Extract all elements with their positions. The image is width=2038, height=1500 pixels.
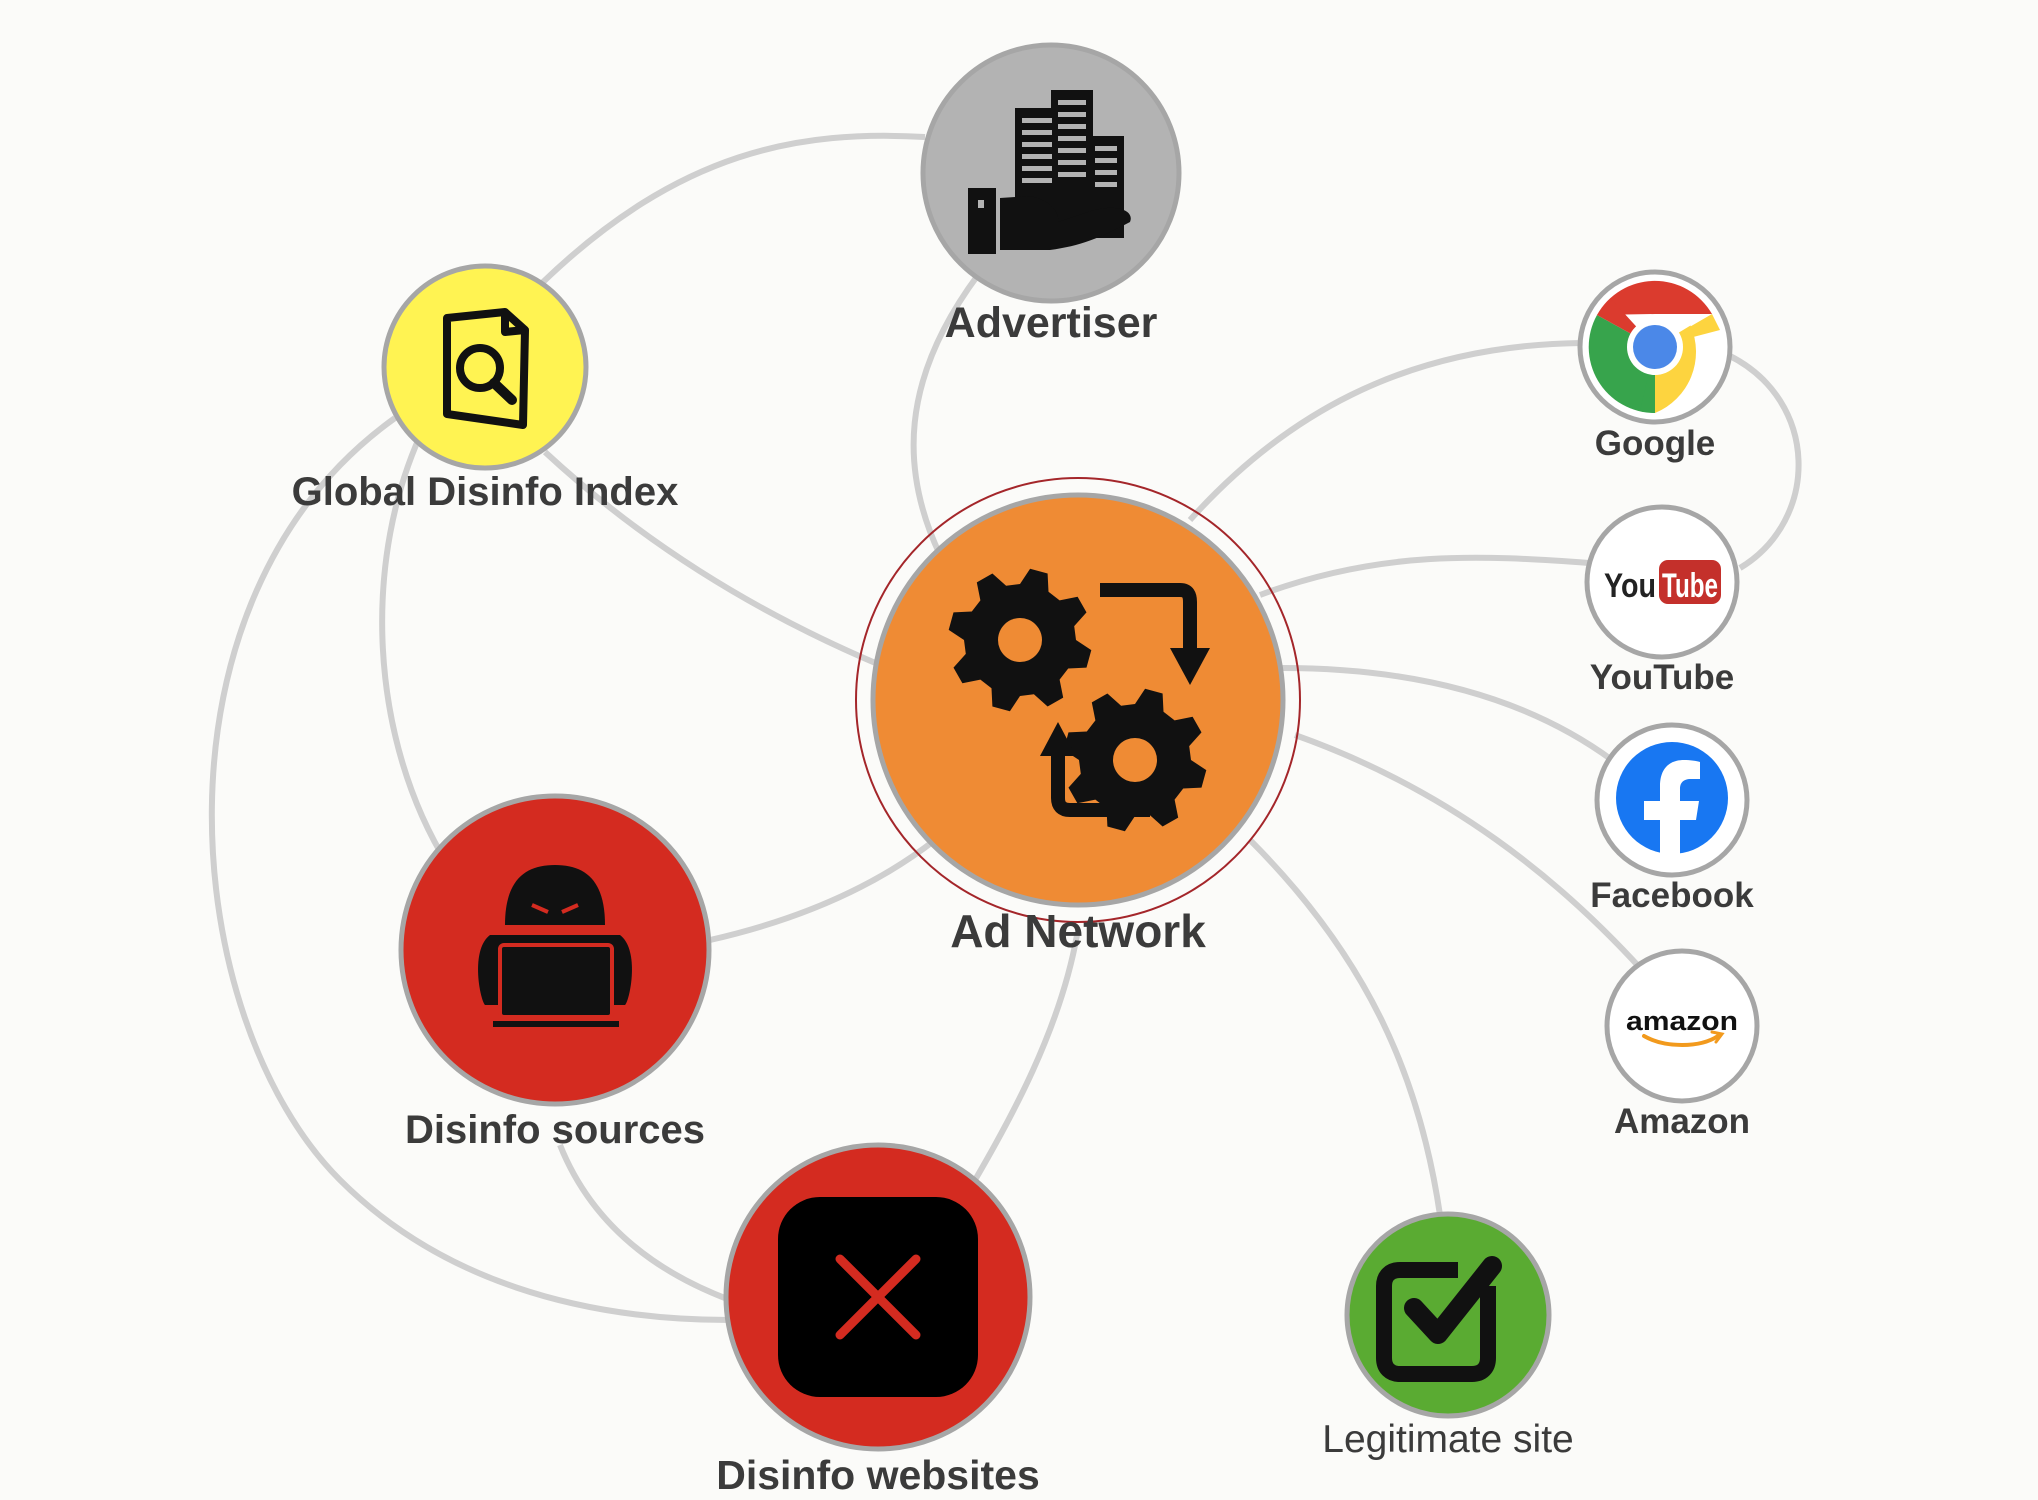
ad-network-node[interactable] (855, 477, 1301, 923)
document-search-icon (443, 308, 529, 429)
gdi-label: Global Disinfo Index (291, 470, 679, 514)
advertiser-node[interactable] (920, 42, 1182, 304)
edge-adnetwork-amazon (1293, 732, 1645, 973)
edge-google-youtube (1726, 352, 1802, 571)
youtube-icon: You Tube (1604, 560, 1721, 605)
amazon-icon: amazon (1626, 1006, 1738, 1047)
disinfo-sources-node[interactable] (398, 793, 712, 1107)
edge-adnetwork-websites (972, 934, 1080, 1182)
edge-adnetwork-facebook (1281, 665, 1614, 763)
youtube-node[interactable]: You Tube (1584, 504, 1740, 660)
edge-gdi-adnetwork (542, 449, 882, 668)
edge-adnetwork-youtube (1258, 554, 1590, 598)
youtube-label: YouTube (1589, 658, 1735, 697)
edges (208, 132, 1802, 1323)
hacker-laptop-icon (478, 865, 632, 1029)
amazon-node[interactable]: amazon (1604, 948, 1760, 1104)
ad-network-label: Ad Network (950, 905, 1206, 957)
facebook-node[interactable] (1594, 722, 1750, 878)
advertiser-label: Advertiser (944, 299, 1158, 347)
svg-text:You: You (1604, 567, 1656, 605)
svg-text:Tube: Tube (1662, 567, 1718, 605)
google-node[interactable] (1577, 269, 1733, 425)
edge-gdi-advertiser (539, 132, 926, 286)
amazon-circle (1604, 948, 1760, 1104)
x-box-icon (778, 1197, 978, 1397)
disinfo-sources-label: Disinfo sources (404, 1108, 706, 1152)
facebook-icon (1616, 742, 1728, 855)
disinfo-websites-label: Disinfo websites (716, 1452, 1040, 1498)
legitimate-site-label: Legitimate site (1322, 1418, 1574, 1461)
gdi-circle (381, 263, 589, 471)
edge-disinfo-sources-adnetwork (709, 837, 937, 943)
amazon-label: Amazon (1613, 1102, 1751, 1141)
disinfo-websites-node[interactable] (723, 1142, 1033, 1452)
edge-disinfo-sources-websites (557, 1143, 732, 1303)
gdi-node[interactable] (381, 263, 589, 471)
chrome-icon (1588, 280, 1720, 414)
edge-gdi-disinfo-websites (208, 415, 731, 1323)
edge-adnetwork-google (1187, 340, 1583, 523)
building-hand-icon (968, 90, 1131, 254)
edge-adnetwork-legit (1247, 837, 1443, 1216)
ad-network-circle (870, 492, 1286, 908)
edge-gdi-disinfo-sources (379, 423, 451, 867)
svg-text:amazon: amazon (1626, 1006, 1738, 1036)
ad-network-ring (855, 477, 1301, 923)
facebook-label: Facebook (1590, 876, 1754, 915)
checkbox-checked-icon (1376, 1256, 1502, 1382)
legitimate-site-node[interactable] (1344, 1211, 1552, 1419)
google-label: Google (1594, 424, 1716, 463)
edge-advertiser-adnetwork (910, 273, 981, 557)
gears-cycle-icon (948, 568, 1210, 832)
